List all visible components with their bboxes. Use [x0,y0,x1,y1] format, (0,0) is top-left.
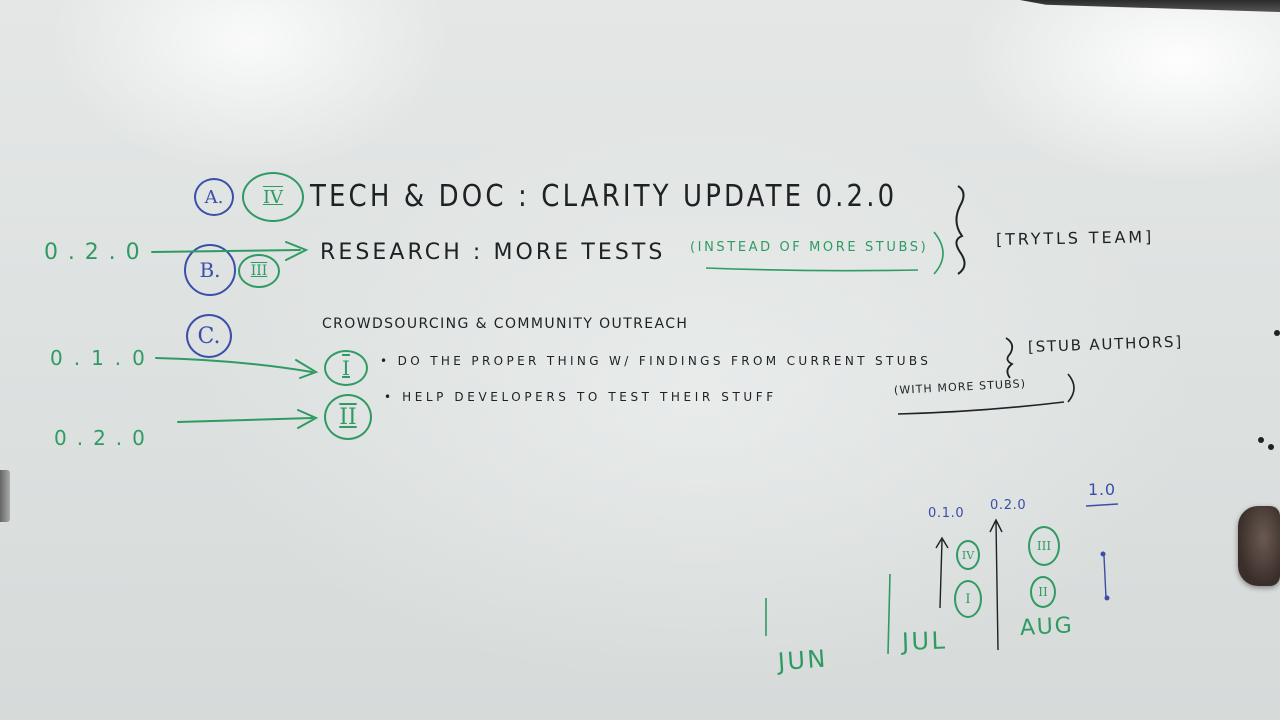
item-2-note-underline [897,401,1065,415]
v020-arrow [989,518,1003,651]
timeline-aug-bottom-circle: II [1030,576,1056,608]
timeline-aug: AUG [1019,613,1075,641]
item-2-note: (WITH MORE STUBS) [893,377,1027,397]
team-brace [955,185,966,275]
timeline-version-010: 0.1.0 [928,506,965,521]
item-2-text: • HELP DEVELOPERS TO TEST THEIR STUFF [384,390,777,404]
item-1-version: 0.1.0 [50,346,156,370]
timeline-jul-bottom: I [965,591,971,607]
board-clip [0,470,10,522]
timeline-jul-top-circle: IV [956,540,980,570]
item-2-roman-circle: II [324,394,372,440]
item-2-roman: II [339,404,357,430]
row-b-note-paren [933,231,944,275]
row-b-letter-circle: B. [184,244,236,296]
row-b-letter: B. [199,258,221,282]
v10-dot-top [1100,551,1106,557]
row-c-letter: C. [197,323,221,349]
item-2-note-paren [1067,373,1075,403]
row-b-note: (INSTEAD OF MORE STUBS) [690,240,929,255]
row-b-text: RESEARCH : MORE TESTS [320,240,666,265]
timeline-aug-bottom: II [1038,585,1048,599]
timeline-version-10: 1.0 [1088,480,1116,499]
timeline-jul-bottom-circle: I [954,580,982,618]
timeline-jul: JUL [901,626,948,656]
item-1-roman: I [342,356,350,380]
v10-underline [1085,503,1119,507]
item-1-roman-circle: I [324,350,368,386]
timeline-aug-top-circle: III [1028,526,1060,566]
item-1-arrow [155,357,319,379]
row-b-roman: III [250,263,268,279]
board-dot [1268,444,1274,450]
team-label: [TRYTLS TEAM] [995,227,1155,249]
timeline-jun: JUN [777,644,829,676]
row-a-roman-circle: IV [242,172,304,222]
timeline-jul-top: IV [961,548,975,562]
row-b-roman-circle: III [238,254,280,288]
row-b-version: 0.2.0 [44,240,150,265]
item-1-text: • DO THE PROPER THING W/ FINDINGS FROM C… [380,354,932,368]
v010-arrow [935,536,949,609]
board-dot [1274,330,1280,336]
timeline-aug-top: III [1036,539,1052,553]
v10-tick [1103,555,1107,599]
row-a-roman: IV [262,186,284,208]
row-a-letter: A. [204,186,224,208]
authors-brace [1005,337,1014,379]
item-2-arrow [177,409,319,429]
row-a-letter-circle: A. [194,178,234,216]
board-dot [1258,437,1264,443]
timeline-version-020: 0.2.0 [990,498,1027,513]
authors-label: [STUB AUTHORS] [1027,332,1184,356]
row-a-text: TECH & DOC : CLARITY UPDATE 0.2.0 [310,179,898,215]
jul-tick [887,573,891,655]
row-c-letter-circle: C. [186,314,232,358]
row-c-heading: CROWDSOURCING & COMMUNITY OUTREACH [322,316,689,332]
magnet [1238,506,1280,586]
board-frame [1020,0,1280,12]
v10-dot-bottom [1104,595,1110,601]
row-b-note-underline [705,267,919,272]
item-2-version: 0.2.0 [54,426,155,450]
